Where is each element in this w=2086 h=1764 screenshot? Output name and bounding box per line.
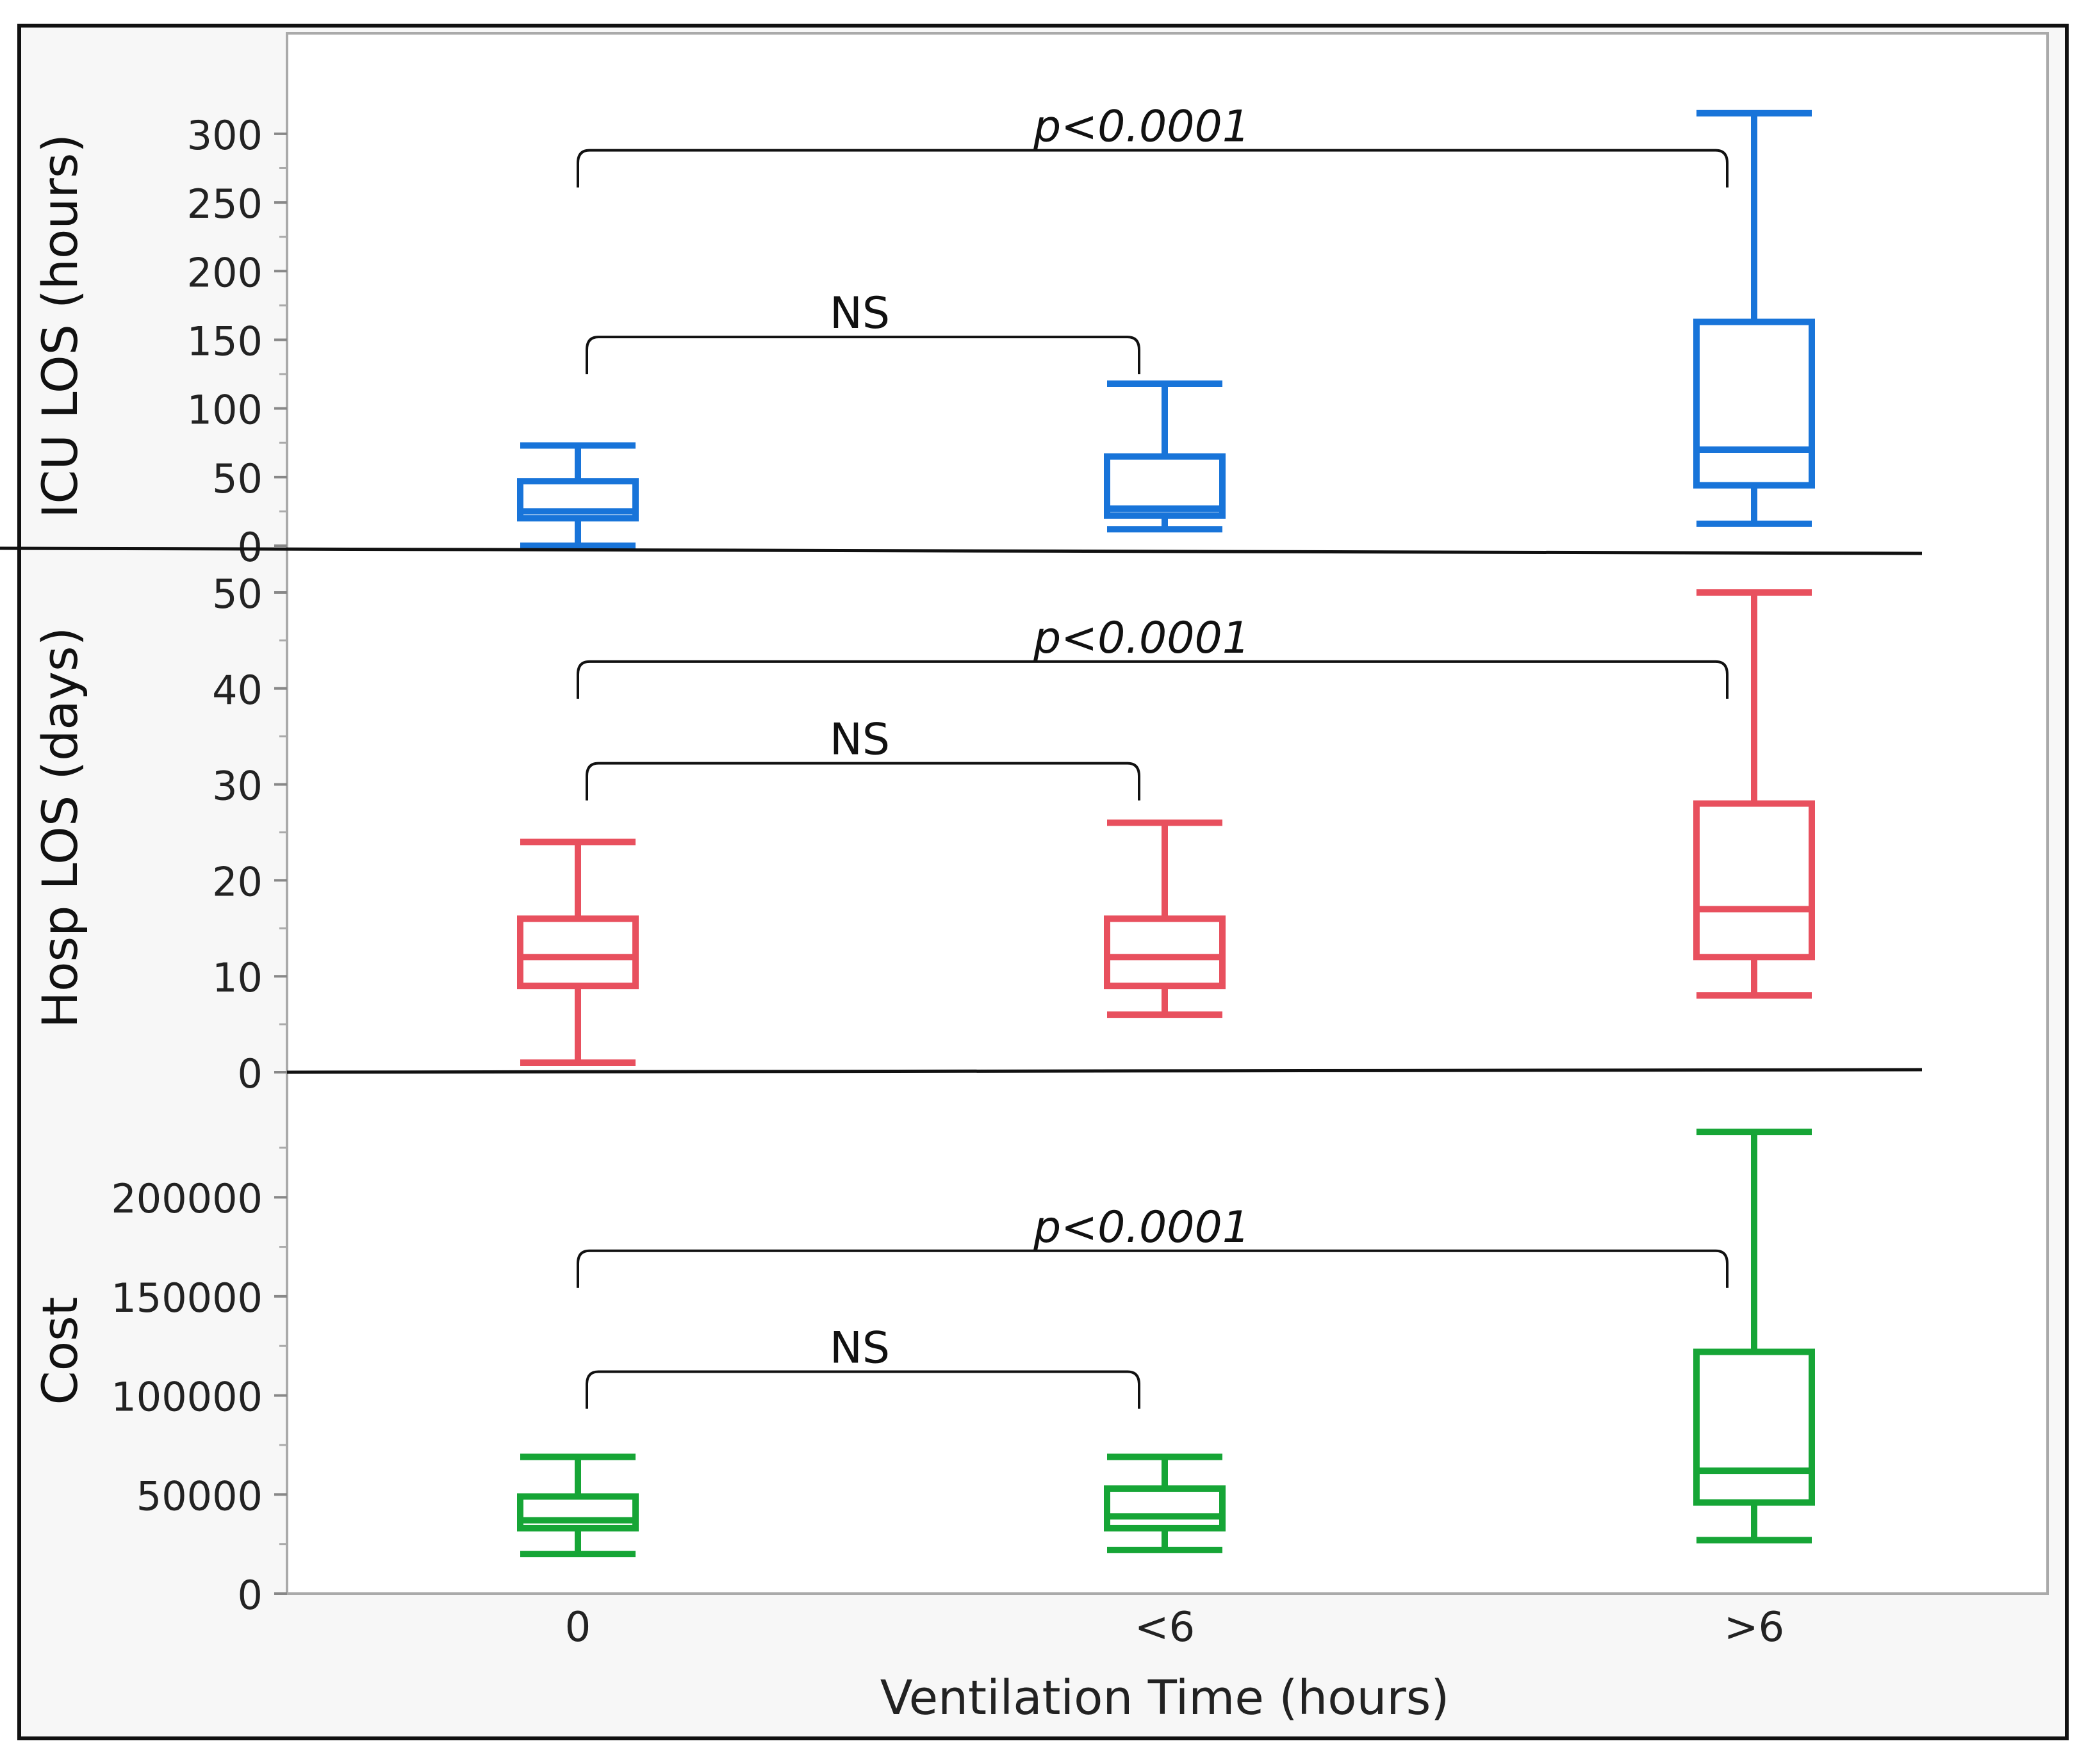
y-tick-label: 40	[212, 667, 263, 714]
panel-1: 0 50 100 150 200 250 300 ICU LOS (hours) p<0.000…	[31, 100, 1815, 571]
significance-bracket	[577, 660, 1729, 699]
y-axis-title: Hosp LOS (days)	[31, 627, 88, 1028]
y-tick-label: 300	[187, 112, 263, 159]
y-tick-label: 50	[212, 571, 263, 617]
box-1-0	[517, 838, 639, 1066]
x-tick-label: <6	[1135, 1604, 1195, 1651]
iqr-box	[1104, 453, 1226, 519]
box-2->6	[1693, 1129, 1815, 1544]
iqr-box	[1693, 318, 1815, 489]
significance-bracket	[586, 762, 1140, 801]
x-tick-label: >6	[1724, 1604, 1784, 1651]
y-tick-label: 150000	[111, 1275, 263, 1321]
y-tick-label: 100000	[111, 1374, 263, 1421]
box-2-<6	[1104, 1453, 1226, 1553]
significance-bracket	[586, 336, 1140, 375]
significance-label: p<0.0001	[1033, 613, 1250, 664]
iqr-box	[1104, 915, 1226, 990]
y-tick-label: 100	[187, 387, 263, 434]
y-axis-title: Cost	[31, 1297, 88, 1405]
y-tick-label: 10	[212, 954, 263, 1001]
significance-label: NS	[830, 288, 890, 339]
y-tick-label: 200000	[111, 1175, 263, 1222]
y-tick-label: 250	[187, 181, 263, 227]
panel-separator	[0, 546, 1923, 555]
panel-separator	[286, 1068, 1923, 1074]
y-tick-label: 50	[212, 455, 263, 502]
box-1->6	[1693, 589, 1815, 999]
y-tick-label: 0	[238, 1050, 263, 1097]
significance-label: NS	[830, 715, 890, 765]
significance-bracket	[586, 1370, 1140, 1409]
box-0-<6	[1104, 380, 1226, 533]
plot-frame	[286, 32, 2049, 1595]
iqr-box	[1104, 1485, 1226, 1531]
y-tick-label: 50000	[136, 1473, 263, 1519]
significance-label: p<0.0001	[1033, 102, 1250, 152]
y-tick-label: 0	[238, 524, 263, 571]
iqr-box	[1693, 800, 1815, 961]
significance-label: NS	[830, 1323, 890, 1373]
box-0->6	[1693, 110, 1815, 527]
y-tick-label: 20	[212, 858, 263, 905]
y-tick-label: 30	[212, 763, 263, 810]
x-tick-label: 0	[565, 1604, 591, 1651]
box-1-<6	[1104, 819, 1226, 1018]
iqr-box	[517, 1493, 639, 1531]
iqr-box	[517, 915, 639, 990]
box-2-0	[517, 1453, 639, 1558]
y-tick-label: 0	[238, 1572, 263, 1619]
significance-bracket	[577, 149, 1729, 188]
x-axis-label: Ventilation Time (hours)	[880, 1670, 1449, 1726]
significance-bracket	[577, 1249, 1729, 1288]
y-tick-label: 200	[187, 249, 263, 296]
iqr-box	[1693, 1348, 1815, 1506]
y-tick-label: 150	[187, 318, 263, 364]
box-0-0	[517, 442, 639, 549]
iqr-box	[517, 478, 639, 522]
y-axis-title: ICU LOS (hours)	[31, 134, 88, 518]
significance-label: p<0.0001	[1033, 1202, 1250, 1253]
